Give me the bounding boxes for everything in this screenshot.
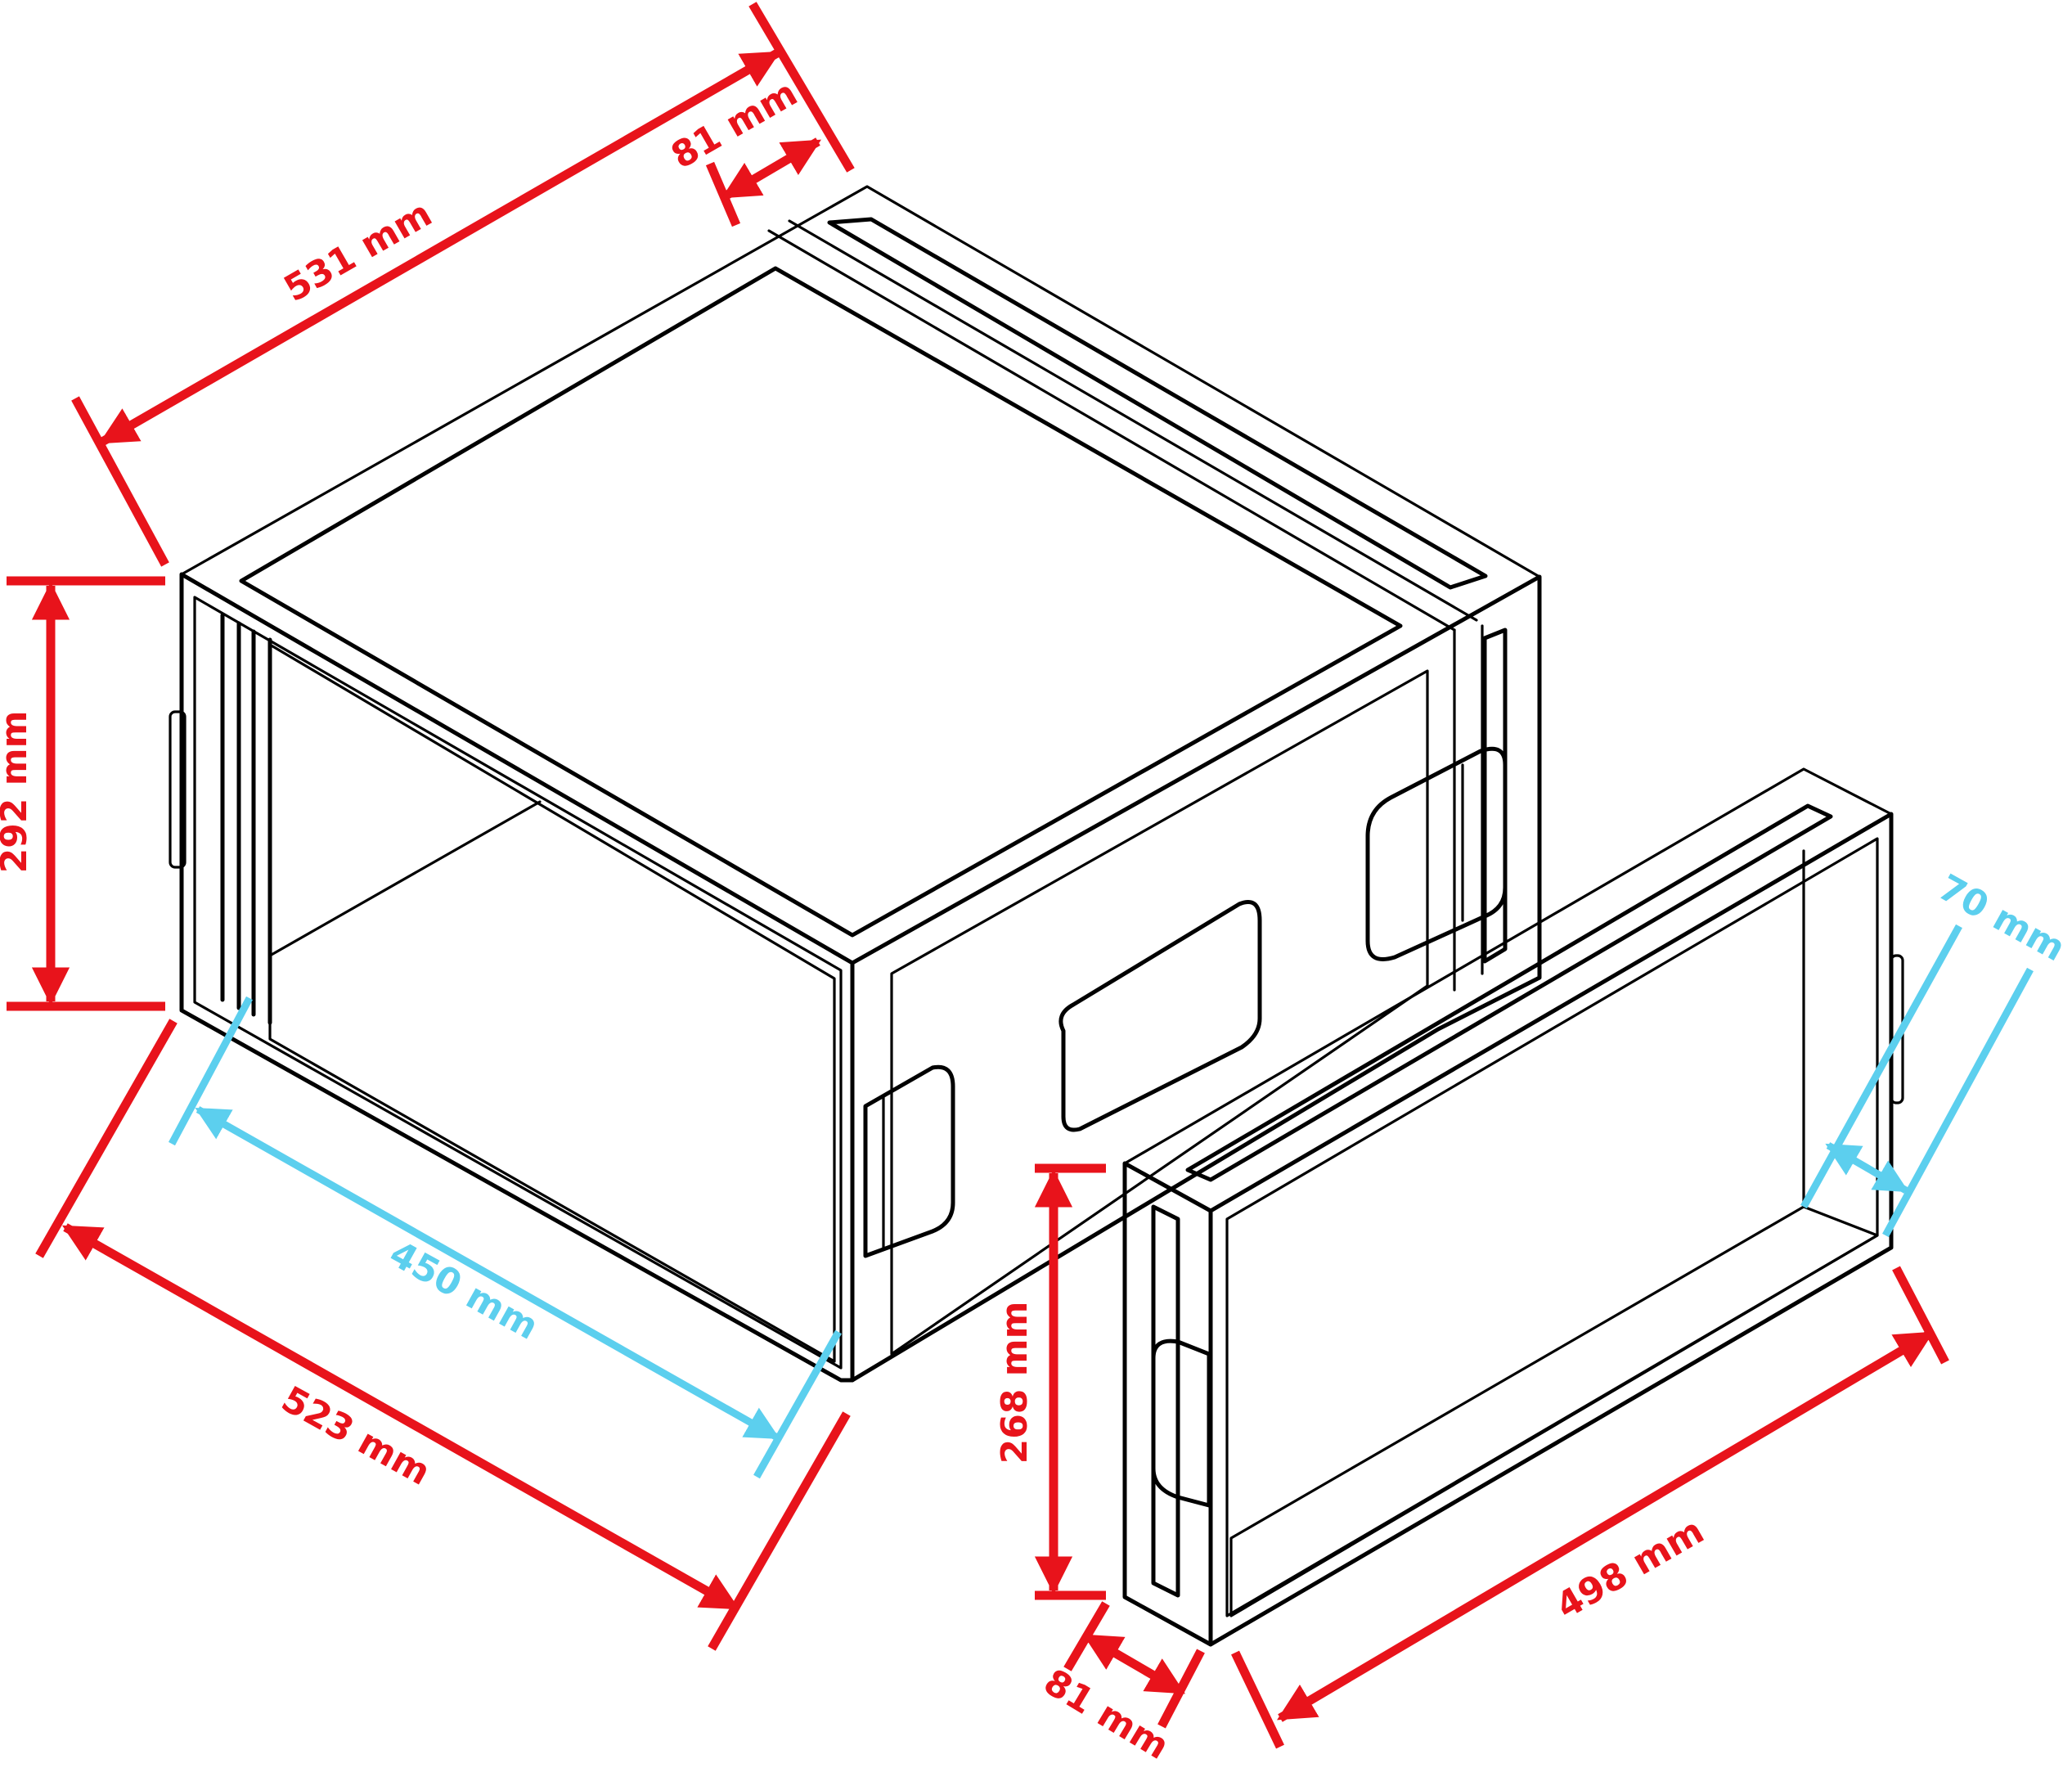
- case-left-handle: [169, 710, 187, 869]
- ext-498-left: [1231, 1650, 1284, 1749]
- arrow-498: [1277, 1329, 1934, 1722]
- lid-top-rail-slot: [1185, 803, 1833, 1182]
- label-case-height: 292 mm: [0, 711, 35, 874]
- case-rear-handle: [1365, 746, 1508, 961]
- case-side-rail-slot: [1482, 628, 1508, 964]
- case-side-handle-recess: [1058, 900, 1262, 1132]
- case-top-panel: [239, 266, 1403, 938]
- ext-498-right: [1892, 1266, 1949, 1365]
- rack-lid: [1122, 767, 1904, 1647]
- label-lid-width: 498 mm: [1549, 1510, 1711, 1628]
- label-lid-height: 268 mm: [994, 1302, 1036, 1464]
- case-front-opening: [268, 643, 836, 1363]
- lid-top-face: [1123, 767, 1893, 1212]
- lid-left-face: [1123, 1162, 1212, 1646]
- case-side-panel: [890, 669, 1429, 1356]
- case-bottom-line: [851, 1217, 1122, 1382]
- dimension-lines-outer: [7, 2, 1949, 1749]
- case-silhouette: [179, 572, 1542, 1383]
- arrow-81-bottom: [1083, 1632, 1185, 1696]
- arrow-81-top: [721, 137, 821, 200]
- lid-inner-recess: [1229, 1205, 1879, 1617]
- arrow-450: [195, 1106, 780, 1441]
- rack-case: [169, 185, 1542, 1383]
- arrow-70: [1825, 1142, 1909, 1194]
- ext-450-right: [753, 1329, 842, 1479]
- case-inner-back: [268, 800, 542, 957]
- lid-silhouette: [1122, 812, 1894, 1647]
- case-front-handle: [863, 1064, 955, 1258]
- case-top-rail-slot: [827, 217, 1488, 590]
- ext-70-left: [1800, 924, 1962, 1209]
- ext-70-right: [1882, 967, 2034, 1238]
- case-top-split: [767, 229, 1456, 632]
- arrow-523: [61, 1223, 740, 1612]
- case-top-split-inner: [788, 219, 1478, 622]
- dimension-lines-inner: [169, 924, 2034, 1479]
- ext-531-right: [748, 2, 855, 173]
- label-lid-inner-depth: 70 mm: [1931, 866, 2072, 969]
- arrow-531: [98, 49, 781, 446]
- lid-handle: [1151, 1338, 1211, 1508]
- ext-450-left: [169, 996, 253, 1146]
- ext-531-left: [71, 396, 169, 567]
- ext-523-right: [708, 1411, 851, 1651]
- ext-523-left: [35, 1019, 178, 1258]
- case-front-frame: [193, 596, 843, 1370]
- lid-left-rail-slot: [1151, 1204, 1180, 1598]
- case-top-face: [180, 185, 1541, 965]
